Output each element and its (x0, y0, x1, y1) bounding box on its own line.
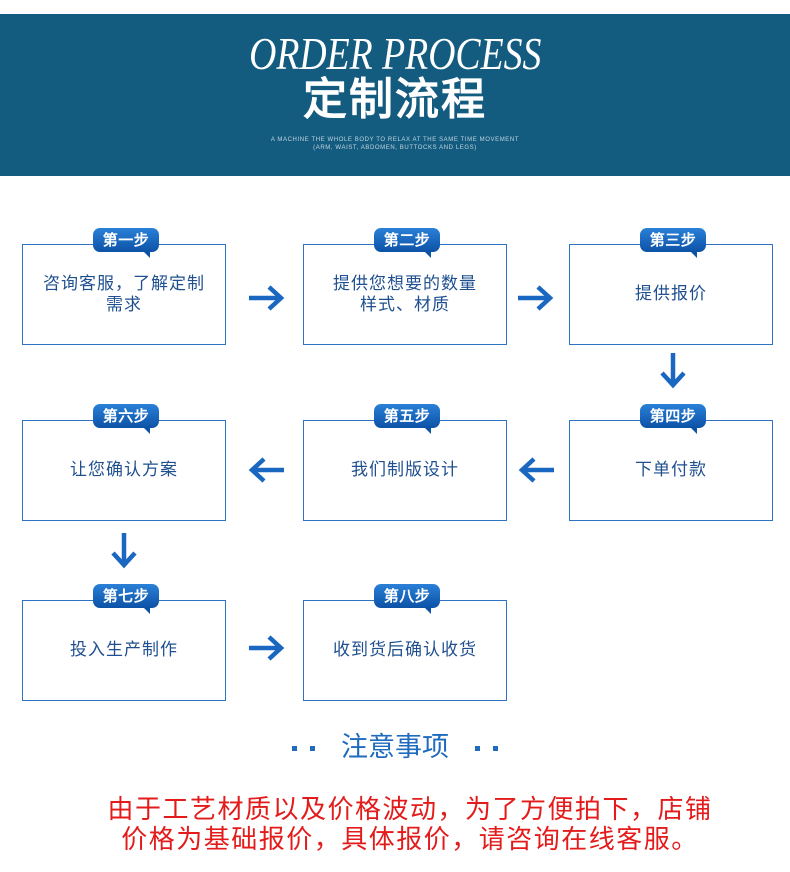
step-description: 投入生产制作 (23, 601, 225, 700)
notice-title: 注意事项 (341, 732, 449, 763)
decorative-dots (292, 745, 315, 751)
arrow-head (248, 457, 266, 483)
header-banner: ORDER PROCESS 定制流程 A MACHINE THE WHOLE B… (0, 14, 790, 176)
flow-arrow-3-4 (659, 350, 687, 390)
step-badge: 第二步 (374, 228, 440, 258)
step-description: 让您确认方案 (23, 421, 225, 520)
flow-arrow-7-8 (246, 634, 286, 662)
arrow-head (536, 285, 554, 311)
notice-text-line: 由于工艺材质以及价格波动，为了方便拍下，店铺 (107, 795, 713, 825)
step-description-line: 样式、材质 (360, 294, 450, 315)
arrow-left-icon (248, 457, 284, 483)
badge-tail (143, 427, 150, 434)
step-badge: 第一步 (93, 228, 159, 258)
step-badge: 第八步 (374, 584, 440, 614)
step-label: 第二步 (383, 231, 431, 249)
arrow-right-icon (249, 635, 285, 661)
notice-heading: 注意事项 (0, 730, 790, 766)
step-label: 第六步 (102, 407, 150, 425)
arrow-head (660, 371, 686, 389)
badge-tail (424, 607, 431, 614)
badge-tail (424, 427, 431, 434)
flow-arrow-2-3 (515, 284, 555, 312)
page-title-chinese: 定制流程 (303, 74, 487, 125)
step-box-4: 下单付款 第四步 (569, 404, 773, 521)
arrow-head (267, 635, 285, 661)
step-description: 收到货后确认收货 (304, 601, 506, 700)
step-description-line: 我们制版设计 (351, 460, 459, 480)
step-description-line: 下单付款 (635, 460, 707, 480)
step-description: 下单付款 (570, 421, 772, 520)
banner-subtitle-line: A MACHINE THE WHOLE BODY TO RELAX AT THE… (270, 137, 520, 143)
step-badge: 第六步 (93, 404, 159, 434)
decorative-dots (475, 745, 498, 751)
badge-tail (690, 427, 697, 434)
decorative-dot (493, 745, 498, 751)
decorative-dot (292, 745, 297, 751)
arrow-left-icon (518, 457, 554, 483)
step-description: 提供您想要的数量 样式、材质 (304, 245, 506, 344)
arrow-down-icon (111, 533, 137, 569)
step-description-line: 咨询客服，了解定制 (43, 273, 205, 294)
arrow-head (518, 457, 536, 483)
step-description-line: 让您确认方案 (70, 460, 178, 480)
step-description-line: 收到货后确认收货 (333, 640, 477, 660)
arrow-head (111, 551, 137, 569)
step-label: 第一步 (102, 231, 150, 249)
step-box-3: 提供报价 第三步 (569, 228, 773, 345)
step-label: 第四步 (649, 407, 697, 425)
step-box-7: 投入生产制作 第七步 (22, 584, 226, 701)
page-title-english: ORDER PROCESS (0, 31, 790, 77)
arrow-right-icon (249, 285, 285, 311)
step-box-2: 提供您想要的数量 样式、材质 第二步 (303, 228, 507, 345)
badge-tail (424, 251, 431, 258)
page-title-english-text: ORDER PROCESS (248, 28, 542, 79)
step-badge: 第五步 (374, 404, 440, 434)
step-label: 第三步 (649, 231, 697, 249)
flow-arrow-5-6 (247, 456, 287, 484)
step-box-8: 收到货后确认收货 第八步 (303, 584, 507, 701)
step-label: 第八步 (383, 587, 431, 605)
step-description: 咨询客服，了解定制 需求 (23, 245, 225, 344)
notice-text: 由于工艺材质以及价格波动，为了方便拍下，店铺 价格为基础报价，具体报价，请咨询在… (30, 795, 790, 855)
step-label: 第五步 (383, 407, 431, 425)
step-box-6: 让您确认方案 第六步 (22, 404, 226, 521)
decorative-dot (475, 745, 480, 751)
step-description-line: 提供您想要的数量 (333, 273, 477, 294)
notice-text-line: 价格为基础报价，具体报价，请咨询在线客服。 (121, 825, 699, 855)
step-label: 第七步 (102, 587, 150, 605)
step-description: 提供报价 (570, 245, 772, 344)
decorative-dot (310, 745, 315, 751)
badge-tail (690, 251, 697, 258)
flow-arrow-1-2 (246, 284, 286, 312)
step-box-1: 咨询客服，了解定制 需求 第一步 (22, 228, 226, 345)
step-description-line: 需求 (106, 294, 142, 315)
badge-tail (143, 607, 150, 614)
flow-arrow-6-7 (110, 530, 138, 570)
step-badge: 第四步 (640, 404, 706, 434)
banner-subtitle-line: (ARM, WAIST, ABDOMEN, BUTTOCKS AND LEGS) (313, 145, 477, 151)
badge-tail (143, 251, 150, 258)
arrow-right-icon (518, 285, 554, 311)
step-description: 我们制版设计 (304, 421, 506, 520)
arrow-head (267, 285, 285, 311)
step-description-line: 提供报价 (635, 284, 707, 304)
step-description-line: 投入生产制作 (70, 640, 178, 660)
arrow-down-icon (660, 353, 686, 389)
step-badge: 第七步 (93, 584, 159, 614)
step-box-5: 我们制版设计 第五步 (303, 404, 507, 521)
step-badge: 第三步 (640, 228, 706, 258)
flow-arrow-4-5 (517, 456, 557, 484)
